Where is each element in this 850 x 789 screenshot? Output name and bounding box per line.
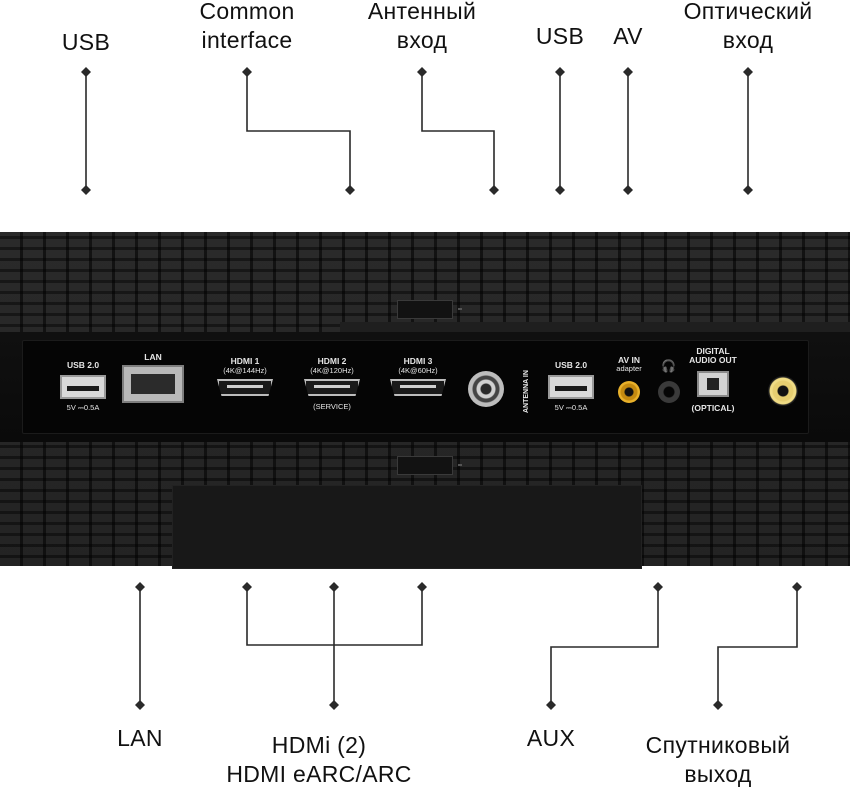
vent-slot-bottom xyxy=(397,456,462,475)
dot-usb-right-bot xyxy=(555,185,565,195)
hdmi3-title: HDMI 3 xyxy=(403,356,433,366)
panel-recess xyxy=(340,322,850,332)
digital-sub: AUDIO OUT xyxy=(689,355,737,365)
dot-usb-left-bot xyxy=(81,185,91,195)
hdmi3-spec: (4K@60Hz) xyxy=(398,366,438,375)
hdmi2-note: (SERVICE) xyxy=(313,402,351,411)
callout-usb-right: USB xyxy=(536,22,584,51)
av-rca-connector xyxy=(618,381,640,403)
callout-satellite: Спутниковый выход xyxy=(646,731,791,789)
connector-plate: USB 2.0 5V ⎓0.5A LAN HDMI 1 (4K@144Hz) H… xyxy=(22,340,809,434)
satellite-connector xyxy=(768,376,798,406)
usb1-port xyxy=(60,375,106,399)
dot-ant-top xyxy=(417,67,427,77)
dot-lan-bot xyxy=(135,700,145,710)
callout-antenna-line1: Антенный xyxy=(367,0,477,24)
callout-av-text: AV xyxy=(613,23,643,49)
dot-ant-bot xyxy=(489,185,499,195)
callout-optical-line2: вход xyxy=(722,27,774,53)
panel-bottom-recess xyxy=(172,485,642,569)
callout-sat-line1: Спутниковый xyxy=(645,732,791,758)
callout-hdmi-line2: HDMI eARC/ARC xyxy=(226,761,412,787)
callout-hdmi: HDMi (2) HDMI eARC/ARC xyxy=(226,731,411,789)
callout-usb-left-text: USB xyxy=(61,29,111,55)
dot-ci-top xyxy=(242,67,252,77)
headphone-jack xyxy=(658,381,680,403)
dot-aux-top xyxy=(653,582,663,592)
line-aux xyxy=(550,587,659,705)
usb2-port xyxy=(548,375,594,399)
dot-usb-right-top xyxy=(555,67,565,77)
callout-ci-line2: interface xyxy=(201,27,293,53)
callout-antenna-line2: вход xyxy=(396,27,448,53)
callout-aux: AUX xyxy=(527,724,575,753)
callout-lan: LAN xyxy=(117,724,163,753)
callout-aux-text: AUX xyxy=(526,725,576,751)
dot-hdmi2-top xyxy=(329,582,339,592)
digital-title: DIGITAL xyxy=(696,346,730,356)
callout-hdmi-line1: HDMi (2) xyxy=(271,732,367,758)
dot-av-top xyxy=(623,67,633,77)
lan-port xyxy=(122,365,184,403)
callout-optical-line1: Оптический xyxy=(683,0,813,24)
line-satellite xyxy=(717,587,798,705)
callout-ci-line1: Common xyxy=(199,0,295,24)
dot-aux-bot xyxy=(546,700,556,710)
callout-lan-text: LAN xyxy=(117,725,163,751)
line-antenna-in xyxy=(421,72,495,190)
dot-usb-left-top xyxy=(81,67,91,77)
callout-av: AV xyxy=(613,22,643,51)
dot-lan-top xyxy=(135,582,145,592)
av-sub: adapter xyxy=(616,364,642,373)
av-title: AV IN xyxy=(617,355,641,365)
optical-port xyxy=(697,371,729,397)
hdmi2-spec: (4K@120Hz) xyxy=(310,366,354,375)
usb2-title: USB 2.0 xyxy=(554,360,588,370)
hdmi1-spec: (4K@144Hz) xyxy=(223,366,267,375)
dot-hdmi1-top xyxy=(242,582,252,592)
hdmi1-title: HDMI 1 xyxy=(230,356,260,366)
callout-common-interface: Common interface xyxy=(199,0,294,55)
antenna-connector xyxy=(468,371,504,407)
dot-opt-top xyxy=(743,67,753,77)
dot-sat-top xyxy=(792,582,802,592)
dot-ci-bot xyxy=(345,185,355,195)
vent-slot-top xyxy=(397,300,462,319)
dot-hdmi3-top xyxy=(417,582,427,592)
usb1-rating: 5V ⎓0.5A xyxy=(66,403,100,412)
dot-av-bot xyxy=(623,185,633,195)
callout-optical: Оптический вход xyxy=(684,0,813,55)
callout-antenna-in: Антенный вход xyxy=(368,0,476,55)
dot-opt-bot xyxy=(743,185,753,195)
callout-sat-line2: выход xyxy=(684,761,752,787)
optical-label: (OPTICAL) xyxy=(691,403,735,413)
tv-rear-panel: USB 2.0 5V ⎓0.5A LAN HDMI 1 (4K@144Hz) H… xyxy=(0,232,850,569)
headphone-icon: 🎧 xyxy=(661,359,676,373)
line-common-interface xyxy=(246,72,351,190)
callout-usb-right-text: USB xyxy=(535,23,585,49)
lan-title: LAN xyxy=(144,352,162,362)
hdmi2-title: HDMI 2 xyxy=(317,356,347,366)
usb2-rating: 5V ⎓0.5A xyxy=(554,403,588,412)
connector-strip: USB 2.0 5V ⎓0.5A LAN HDMI 1 (4K@144Hz) H… xyxy=(0,332,850,442)
dot-hdmi-bot xyxy=(329,700,339,710)
callout-usb-left: USB xyxy=(62,28,110,57)
dot-sat-bot xyxy=(713,700,723,710)
usb1-title: USB 2.0 xyxy=(66,360,100,370)
